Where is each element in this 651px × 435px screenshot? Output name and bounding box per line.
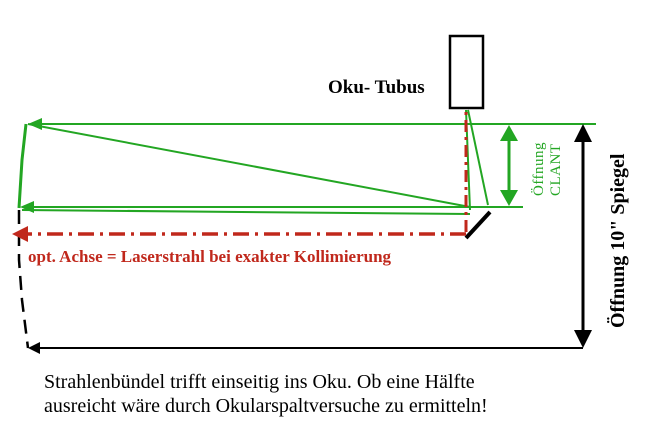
optical-axis-arrowhead bbox=[12, 226, 28, 242]
ray-bottom-arrowhead bbox=[20, 201, 34, 213]
mirror-opening-label: Öffnung 10" Spiegel bbox=[606, 153, 629, 328]
eyepiece-tube bbox=[448, 34, 485, 110]
optical-axis-label: opt. Achse = Laserstrahl bei exakter Kol… bbox=[28, 247, 392, 266]
mirror-dim-arrow-up bbox=[574, 124, 592, 142]
ray-reflected-top bbox=[27, 123, 471, 208]
clant-arrow-up bbox=[500, 125, 518, 141]
caption: Strahlenbündel trifft einseitig ins Oku.… bbox=[44, 370, 644, 418]
clant-arrow-down bbox=[500, 190, 518, 206]
mirror-base-arrowhead bbox=[28, 342, 40, 354]
caption-line-2: ausreicht wäre durch Okularspaltversuche… bbox=[44, 395, 488, 417]
ray-to-eyepiece-right bbox=[467, 109, 489, 206]
clant-label-line1: Öffnung bbox=[530, 142, 547, 196]
secondary-mirror bbox=[464, 210, 492, 240]
caption-line-1: Strahlenbündel trifft einseitig ins Oku.… bbox=[44, 371, 475, 393]
primary-mirror-upper bbox=[17, 123, 28, 209]
ray-top-arrowhead bbox=[28, 118, 42, 130]
tubus-label: Oku- Tubus bbox=[328, 77, 425, 98]
clant-label-line2: CLANT bbox=[548, 144, 564, 197]
mirror-dim-arrow-down bbox=[574, 330, 592, 348]
ray-reflected-bottom bbox=[21, 209, 471, 215]
